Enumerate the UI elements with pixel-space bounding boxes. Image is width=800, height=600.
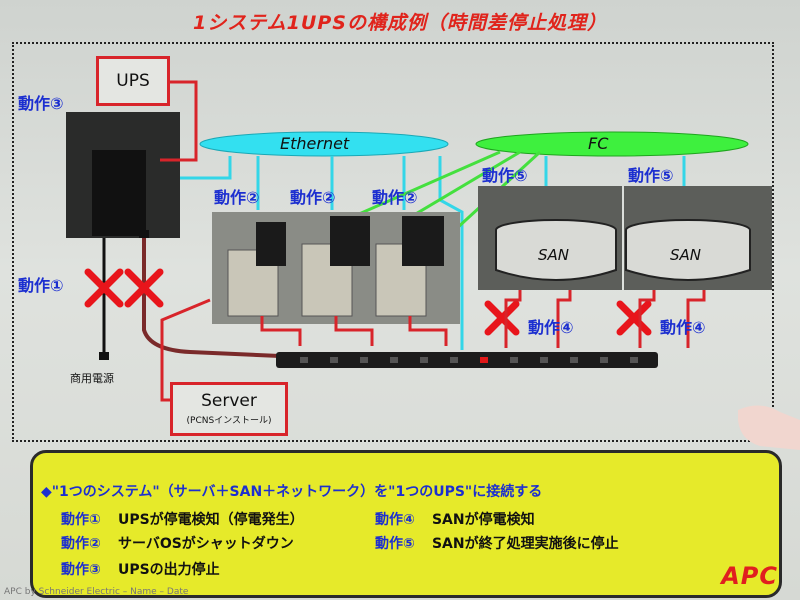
fc-bus	[475, 131, 749, 157]
action-4-label-2: 動作④	[660, 318, 706, 337]
power-strip-led	[480, 357, 488, 363]
footer-text: APC by Schneider Electric – Name – Date	[4, 587, 189, 597]
note-item-key: 動作⑤	[375, 536, 415, 552]
action-3-label: 動作③	[18, 94, 64, 113]
action-2-label-1: 動作②	[214, 188, 260, 207]
san-label-2: SAN	[670, 246, 702, 264]
note-item-left-2: 動作② サーバOSがシャットダウン	[61, 533, 294, 553]
note-item-text: UPSが停電検知（停電発生）	[117, 512, 304, 528]
note-item-key: 動作④	[375, 512, 415, 528]
system-boundary-frame	[12, 42, 774, 442]
note-headline: ◆"1つのシステム"（サーバ＋SAN＋ネットワーク）を"1つのUPS"に接続する	[41, 484, 543, 500]
plug-icon	[99, 352, 109, 360]
server-tower	[227, 216, 444, 317]
note-item-text: UPSの出力停止	[117, 562, 220, 578]
ethernet-label: Ethernet	[280, 134, 350, 153]
diagram-canvas	[66, 80, 800, 450]
commercial-power-label: 商用電源	[70, 372, 114, 385]
san-power-cords	[504, 290, 706, 348]
presenter-hand	[738, 405, 800, 450]
apc-logo: APC	[721, 562, 778, 590]
note-item-left-3: 動作③ UPSの出力停止	[61, 559, 220, 579]
action-2-label-3: 動作②	[372, 188, 418, 207]
server-power-cords	[260, 316, 448, 346]
ups-front-panel	[92, 150, 146, 236]
action-5-label-1: 動作⑤	[482, 166, 528, 185]
ups-label-leader	[160, 80, 198, 162]
action-4-label-1: 動作④	[528, 318, 574, 337]
power-strip	[276, 352, 658, 368]
server-label-leader	[160, 298, 211, 402]
x-mark	[84, 268, 652, 336]
note-item-key: 動作①	[61, 512, 101, 528]
slide-title: 1システム1UPSの構成例（時間差停止処理）	[193, 12, 607, 34]
san-disk	[495, 219, 751, 281]
power-strip-outlets	[300, 357, 638, 363]
note-item-right-2: 動作⑤ SANが終了処理実施後に停止	[375, 533, 619, 553]
server-label: Server (PCNSインストール)	[170, 382, 288, 436]
action-2-label-2: 動作②	[290, 188, 336, 207]
action-1-label: 動作①	[18, 276, 64, 295]
action-5-label-2: 動作⑤	[628, 166, 674, 185]
note-item-key: 動作③	[61, 562, 101, 578]
note-item-text: SANが終了処理実施後に停止	[431, 536, 619, 552]
server-label-title: Server	[201, 391, 257, 411]
server-label-subtitle: (PCNSインストール)	[186, 416, 272, 426]
note-item-left-1: 動作① UPSが停電検知（停電発生）	[61, 509, 304, 529]
ethernet-bus	[199, 131, 449, 157]
note-panel: ◆"1つのシステム"（サーバ＋SAN＋ネットワーク）を"1つのUPS"に接続する…	[30, 450, 782, 598]
note-item-text: サーバOSがシャットダウン	[117, 536, 294, 552]
note-item-right-1: 動作④ SANが停電検知	[375, 509, 535, 529]
san-label-1: SAN	[538, 246, 570, 264]
fc-label: FC	[588, 134, 609, 153]
note-item-text: SANが停電検知	[431, 512, 535, 528]
note-item-key: 動作②	[61, 536, 101, 552]
plug-icon	[139, 230, 149, 238]
ups-output-cord	[142, 238, 281, 358]
ups-label: UPS	[96, 56, 170, 106]
